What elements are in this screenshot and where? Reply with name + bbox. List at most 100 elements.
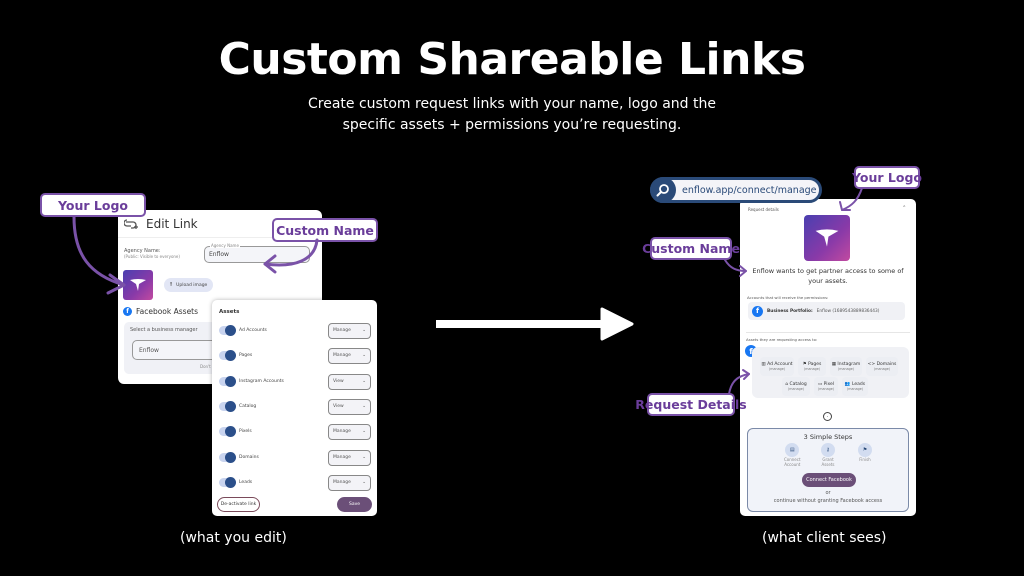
permission-value: View [333,404,344,409]
search-icon [650,177,676,203]
funnel-logo-icon [815,229,839,247]
chevron-up-icon[interactable]: ˄ [902,205,907,213]
asset-chip-pixel: ▭ Pixel(manage) [814,377,838,396]
agency-name-input[interactable]: Agency Name Enflow [204,243,310,263]
link-edit-icon [124,218,138,229]
asset-toggle[interactable] [219,350,236,361]
chip-name: Domains [876,362,897,367]
save-button[interactable]: Save [337,497,372,512]
asset-row: Instagram Accounts View⌄ [219,373,371,390]
asset-chip-instagram: ▦ Instagram(manage) [830,357,862,376]
expand-circle-icon[interactable]: · [823,412,832,421]
continue-without-link[interactable]: continue without granting Facebook acces… [773,498,883,504]
chip-perm: (manage) [846,387,864,391]
business-manager-hint: Don't see [200,364,220,369]
funnel-logo-icon [130,279,146,291]
business-portfolio-value: Enflow (1689543889836443) [816,308,880,314]
asset-name: Catalog [239,404,257,409]
agency-logo[interactable] [123,270,153,300]
business-manager-value: Enflow [139,346,159,354]
asset-row: Leads Manage ⌄ [219,474,371,491]
pixel-icon: ▭ [817,382,823,387]
asset-chips-row-2: ⌂ Catalog(manage) ▭ Pixel(manage) 👥 Lead… [782,377,868,396]
permission-value: View [333,379,344,384]
chip-name: Instagram [837,362,861,367]
chevron-down-icon: ⌄ [362,455,366,460]
permission-select[interactable]: View ⌄ [328,398,371,415]
asset-toggle[interactable] [219,426,236,437]
asset-toggle[interactable] [219,376,236,387]
chevron-down-icon: ⌄ [362,404,366,409]
agency-name-label: Agency Name: [124,248,161,254]
step-label: Assets [821,462,835,467]
people-icon: 👥 [844,382,851,387]
chevron-down-icon: ⌄ [362,429,366,434]
asset-name: Pixels [239,429,252,434]
asset-toggle[interactable] [219,325,236,336]
upload-image-label: Upload image [176,282,208,288]
permission-value: Manage [333,328,351,333]
asset-row: Ad Accounts Manage⌄ [219,322,371,339]
asset-toggle[interactable] [219,477,236,488]
step-finish: ⚑ Finish [858,443,872,462]
url-bar[interactable]: enflow.app/connect/manage [650,177,822,203]
permission-select[interactable]: Manage⌄ [328,449,371,466]
chevron-down-icon: ⌄ [362,480,366,485]
asset-name: Instagram Accounts [239,379,284,384]
chevron-down-icon: ⌄ [362,328,366,333]
accounts-label: Accounts that will receive the permissio… [747,295,829,300]
business-portfolio-label: Business Portfolio: [767,308,813,314]
facebook-assets-heading: f Facebook Assets [123,307,198,316]
arrow-to-client-logo [839,187,863,211]
chevron-down-icon: ⌄ [362,353,366,358]
asset-name: Pages [239,353,253,358]
chip-perm: (manage) [787,387,805,391]
permission-select[interactable]: Manage ⌄ [328,423,371,440]
connect-facebook-button[interactable]: Connect Facebook [802,473,856,487]
step-label: Connect [784,457,801,462]
client-agency-logo [804,215,850,261]
upload-image-button[interactable]: ⭱ Upload image [164,278,214,292]
step-connect-account: ▤ Connect Account [784,443,801,467]
flag-icon: ⚑ [858,443,872,457]
steps-box: 3 Simple Steps ▤ Connect Account ⚷ Grant… [747,428,909,512]
deactivate-link-button[interactable]: De-activate link [217,497,260,512]
key-icon: ⚷ [821,443,835,457]
code-icon: <> [867,362,876,367]
callout-custom-name-right: Custom Name [642,237,740,260]
asset-toggle[interactable] [219,401,236,412]
assets-card: Assets Ad Accounts Manage⌄ Pages Manage⌄… [212,300,377,516]
permission-select[interactable]: View⌄ [328,373,371,390]
caption-left: (what you edit) [180,530,287,546]
asset-chip-ad-account: ▥ Ad Account(manage) [760,357,794,376]
asset-name: Domains [239,455,259,460]
permission-select[interactable]: Manage ⌄ [328,474,371,491]
step-label: Finish [859,457,871,462]
business-portfolio-row: f Business Portfolio: Enflow (1689543889… [748,302,905,320]
permission-value: Manage [333,480,351,485]
permission-select[interactable]: Manage ⌄ [328,322,371,339]
url-text: enflow.app/connect/manage [682,184,817,196]
agency-name-sublabel: (Public: Visible to everyone) [124,254,180,259]
asset-row: Domains Manage⌄ [219,449,371,466]
client-request-card: Request details ˄ Enflow wants to get pa… [740,199,916,516]
asset-chip-catalog: ⌂ Catalog(manage) [782,377,810,396]
chip-name: Leads [851,382,866,387]
chip-perm: (manage) [803,367,821,371]
callout-custom-name-left: Custom Name [272,218,378,242]
arrow-to-client-name [724,259,747,277]
chip-name: Pages [808,362,822,367]
request-headline: Enflow wants to get partner access to so… [752,267,904,285]
chip-perm: (manage) [873,367,891,371]
business-manager-label: Select a business manager [130,327,198,333]
assets-title: Assets [219,309,240,315]
permission-value: Manage [333,429,351,434]
asset-name: Leads [239,480,253,485]
permission-select[interactable]: Manage ⌄ [328,347,371,364]
asset-row: Pages Manage ⌄ [219,347,371,364]
permission-value: Manage [333,353,351,358]
or-text: or [825,490,831,496]
image-icon: ▦ [831,362,836,367]
subtitle-line-1: Create custom request links with your na… [308,96,716,112]
asset-toggle[interactable] [219,452,236,463]
